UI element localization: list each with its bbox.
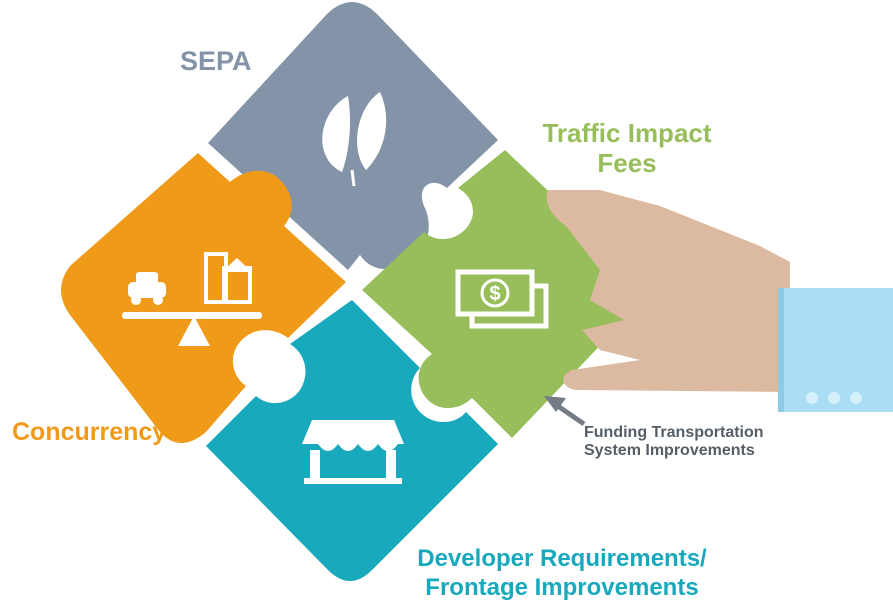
svg-text:$: $: [489, 283, 500, 305]
concurrency-piece: [61, 153, 346, 443]
label-funding-line1: Funding Transportation: [584, 424, 764, 441]
storefront-icon: [302, 420, 404, 484]
label-funding-line2: System Improvements: [584, 442, 755, 459]
label-sepa: SEPA: [180, 46, 252, 76]
sleeve-icon: [778, 288, 893, 412]
label-developer-line1: Developer Requirements/: [417, 545, 707, 572]
leaf-icon: [322, 92, 387, 187]
label-traffic-impact-fees: Traffic Impact Fees: [512, 118, 742, 178]
concurrency-piece-shape: [61, 153, 346, 443]
car-building-balance-icon: [122, 252, 262, 346]
label-funding-transportation: Funding Transportation System Improvemen…: [584, 424, 764, 460]
label-developer-requirements: Developer Requirements/ Frontage Improve…: [402, 544, 722, 602]
label-concurrency: Concurrency: [12, 418, 167, 446]
arrow-icon: [544, 396, 586, 427]
money-bill-icon: $: [455, 269, 549, 329]
hand-icon: [546, 190, 790, 392]
label-developer-line2: Frontage Improvements: [425, 574, 699, 601]
label-traffic-line1: Traffic Impact: [542, 118, 712, 148]
label-traffic-line2: Fees: [597, 148, 657, 178]
